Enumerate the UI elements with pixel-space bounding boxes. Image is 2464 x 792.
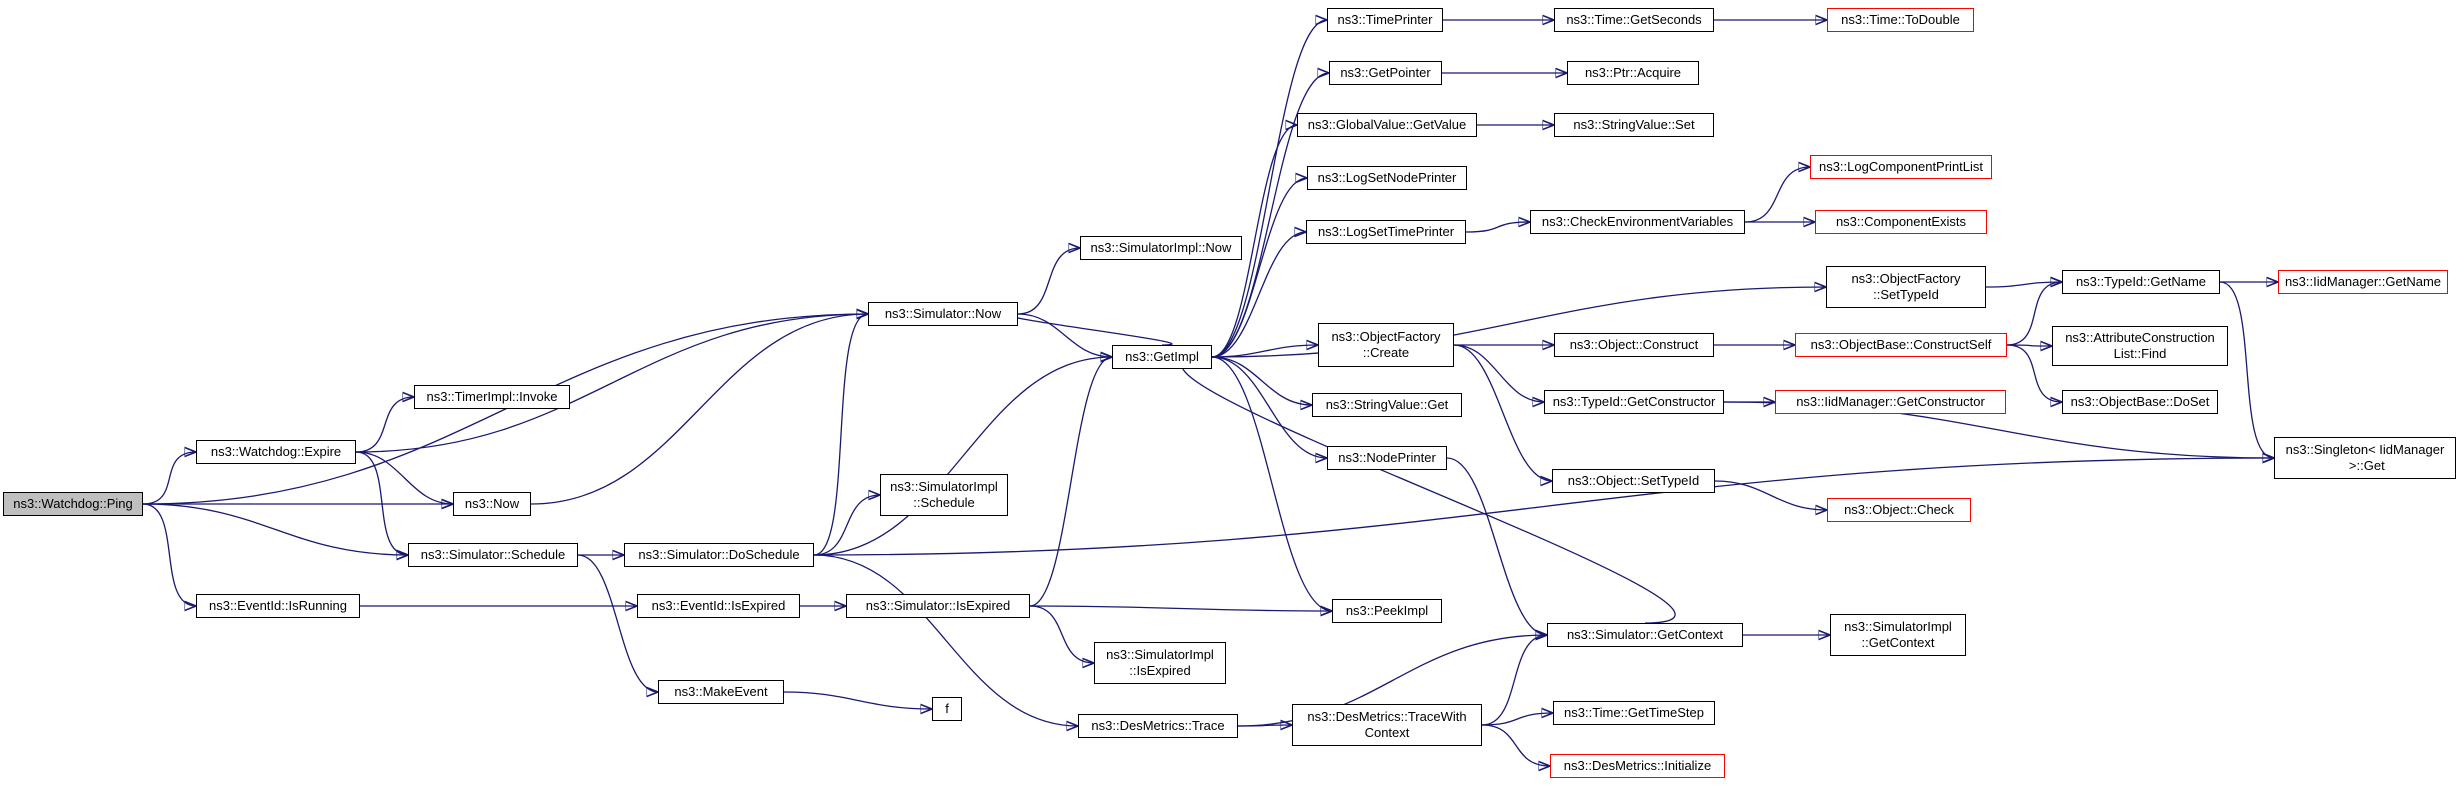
node-timeprinter[interactable]: ns3::TimePrinter [1327,8,1443,32]
edge-doschedule-to-singleton-get [813,458,2274,556]
node-simimpl-getctx[interactable]: ns3::SimulatorImpl ::GetContext [1830,614,1966,656]
edge-simnow-to-getimpl [1017,313,1112,357]
node-attr-find[interactable]: ns3::AttributeConstruction List::Find [2052,326,2228,366]
edge-doschedule-to-simimplsched [813,495,880,556]
node-makeevent[interactable]: ns3::MakeEvent [658,680,784,704]
node-obj-check[interactable]: ns3::Object::Check [1827,498,1971,522]
edge-sim-getcontext-to-getimpl [1181,357,1676,624]
edge-wd-expire-to-sched [355,451,408,555]
edge-getimpl-to-gv-getvalue [1211,125,1298,358]
node-dm-init[interactable]: ns3::DesMetrics::Initialize [1550,754,1725,778]
edge-checkenv-to-logcompprint [1744,167,1810,223]
node-logsettime[interactable]: ns3::LogSetTimePrinter [1306,220,1466,244]
edge-doschedule-to-simnow [813,314,869,556]
edge-getimpl-to-logsettime [1211,232,1306,358]
edge-makeevent-to-f [783,691,932,709]
node-tid-getctor[interactable]: ns3::TypeId::GetConstructor [1544,390,1724,414]
node-ptr-acquire[interactable]: ns3::Ptr::Acquire [1567,61,1699,85]
node-compexists[interactable]: ns3::ComponentExists [1815,210,1987,234]
node-dm-tracewith[interactable]: ns3::DesMetrics::TraceWith Context [1292,704,1482,746]
node-eid-isexpired[interactable]: ns3::EventId::IsExpired [637,594,800,618]
edge-dm-trace-to-sim-getcontext [1237,635,1547,727]
node-logsetnode[interactable]: ns3::LogSetNodePrinter [1307,166,1467,190]
edge-of-create-to-tid-getctor [1453,344,1544,402]
edge-tid-getname-to-singleton-get [2219,281,2275,458]
edge-wd-expire-to-now [355,451,453,504]
node-simnow[interactable]: ns3::Simulator::Now [868,302,1018,326]
edge-dm-tracewith-to-sim-getcontext [1481,635,1547,726]
edge-sched-to-makeevent [577,554,659,692]
node-singleton-get[interactable]: ns3::Singleton< IidManager >::Get [2274,437,2456,479]
node-time-todouble[interactable]: ns3::Time::ToDouble [1827,8,1974,32]
edge-getimpl-to-peekimpl [1211,356,1332,611]
node-tid-getname[interactable]: ns3::TypeId::GetName [2062,270,2220,294]
node-iid-getname[interactable]: ns3::IidManager::GetName [2278,270,2448,294]
edge-sim-isexpired-to-simimpl-isexpired [1029,605,1094,663]
edge-getimpl-to-simnow [1008,314,1173,346]
edge-wd-expire-to-timerinvoke [355,397,414,453]
node-sv-get[interactable]: ns3::StringValue::Get [1312,393,1462,417]
node-obj-settypeid[interactable]: ns3::Object::SetTypeId [1552,469,1715,493]
edge-doschedule-to-dm-trace [813,554,1078,726]
node-timerinvoke[interactable]: ns3::TimerImpl::Invoke [414,385,570,409]
edge-now-to-simnow [530,314,868,505]
edge-nodeprinter-to-sim-getcontext [1446,457,1547,635]
edge-sim-isexpired-to-peekimpl [1029,606,1332,611]
edge-ob-constructself-to-ob-doset [2006,344,2062,402]
edge-sim-isexpired-to-getimpl [1029,357,1113,607]
node-nodeprinter[interactable]: ns3::NodePrinter [1327,446,1447,470]
edge-ping-to-isrunning [142,503,196,606]
node-ob-constructself[interactable]: ns3::ObjectBase::ConstructSelf [1795,333,2007,357]
node-gv-getvalue[interactable]: ns3::GlobalValue::GetValue [1297,113,1477,137]
edge-logsettime-to-checkenv [1465,222,1530,233]
edge-getimpl-to-sv-get [1211,356,1312,405]
edge-ob-constructself-to-attr-find [2006,345,2052,346]
node-sv-set[interactable]: ns3::StringValue::Set [1554,113,1714,137]
node-ob-doset[interactable]: ns3::ObjectBase::DoSet [2062,390,2218,414]
edge-doschedule-to-getimpl [813,357,1112,556]
edge-of-settypeid-to-tid-getname [1985,282,2062,287]
edge-getimpl-to-logsetnode [1211,178,1308,358]
node-sched[interactable]: ns3::Simulator::Schedule [408,543,578,567]
node-iid-getctor[interactable]: ns3::IidManager::GetConstructor [1775,390,2006,414]
edge-ping-to-wd-expire [142,452,196,505]
node-getimpl[interactable]: ns3::GetImpl [1112,345,1212,369]
node-time-getsec[interactable]: ns3::Time::GetSeconds [1554,8,1714,32]
node-simimpl-isexpired[interactable]: ns3::SimulatorImpl ::IsExpired [1094,642,1226,684]
edge-of-create-to-obj-settypeid [1453,344,1552,481]
node-obj-construct[interactable]: ns3::Object::Construct [1554,333,1714,357]
edge-getimpl-to-timeprinter [1211,20,1328,358]
node-sim-isexpired[interactable]: ns3::Simulator::IsExpired [846,594,1030,618]
edge-getimpl-to-of-settypeid [1211,287,1826,358]
edge-getimpl-to-nodeprinter [1211,356,1327,458]
node-isrunning[interactable]: ns3::EventId::IsRunning [196,594,360,618]
node-time-getstep[interactable]: ns3::Time::GetTimeStep [1553,701,1715,725]
node-f[interactable]: f [932,697,962,721]
node-wd-expire[interactable]: ns3::Watchdog::Expire [196,440,356,464]
edge-obj-settypeid-to-obj-check [1714,480,1827,510]
node-sim-getcontext[interactable]: ns3::Simulator::GetContext [1547,623,1743,647]
edge-simnow-to-simimplnow [1017,248,1080,315]
node-simimplnow[interactable]: ns3::SimulatorImpl::Now [1080,236,1242,260]
node-checkenv[interactable]: ns3::CheckEnvironmentVariables [1530,210,1745,234]
node-of-create[interactable]: ns3::ObjectFactory ::Create [1318,323,1454,367]
node-now[interactable]: ns3::Now [453,492,531,516]
edge-dm-tracewith-to-time-getstep [1481,713,1553,726]
node-peekimpl[interactable]: ns3::PeekImpl [1332,599,1442,623]
node-getpointer[interactable]: ns3::GetPointer [1329,61,1442,85]
node-simimplsched[interactable]: ns3::SimulatorImpl ::Schedule [880,474,1008,516]
node-doschedule[interactable]: ns3::Simulator::DoSchedule [624,543,814,567]
edge-wd-expire-to-simnow [355,314,868,453]
node-of-settypeid[interactable]: ns3::ObjectFactory ::SetTypeId [1826,266,1986,308]
edge-ping-to-sched [142,503,408,555]
node-ping: ns3::Watchdog::Ping [3,492,143,516]
edge-ping-to-simnow [142,314,868,505]
node-logcompprint[interactable]: ns3::LogComponentPrintList [1810,155,1992,179]
node-dm-trace[interactable]: ns3::DesMetrics::Trace [1078,714,1238,738]
edge-dm-tracewith-to-dm-init [1481,724,1550,766]
